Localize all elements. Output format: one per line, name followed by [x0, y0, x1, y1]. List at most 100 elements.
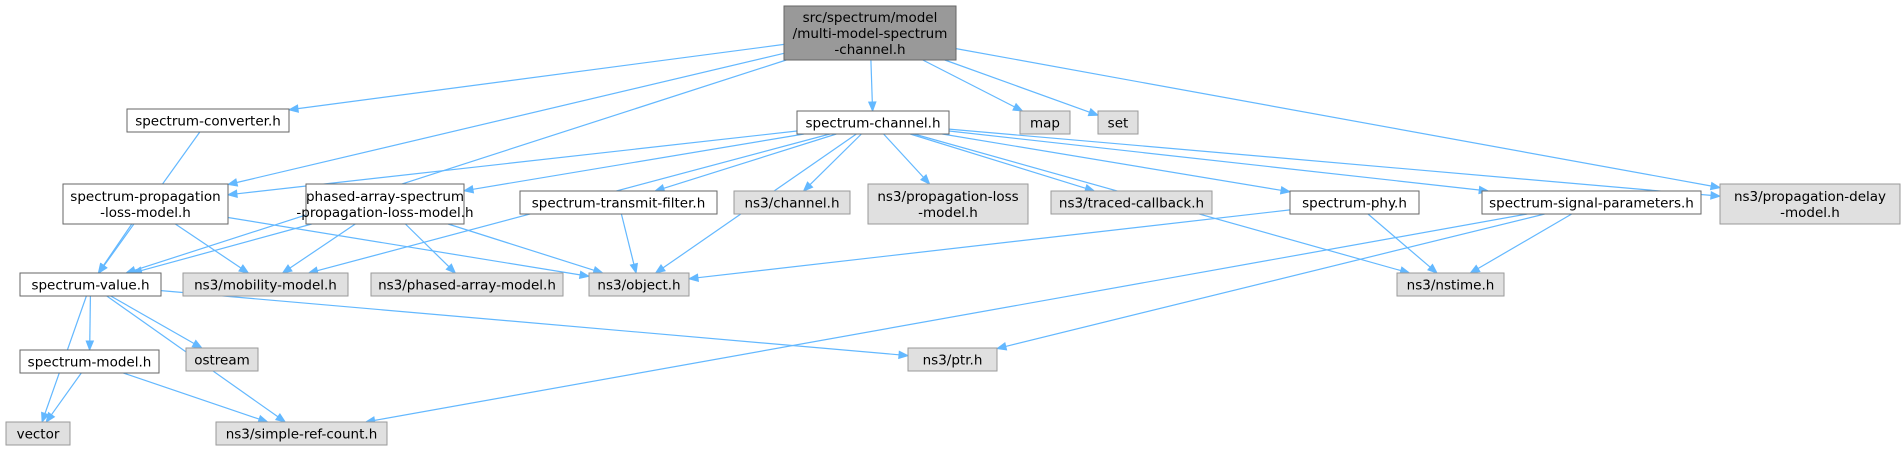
edge-arrowhead [1709, 181, 1722, 191]
node-label: -model.h [1780, 205, 1840, 221]
edge-arrowhead [257, 414, 269, 424]
edge-line [297, 43, 785, 110]
node-channel[interactable]: spectrum-channel.h [796, 110, 950, 135]
node-label: -channel.h [834, 42, 905, 58]
edge-channel-to-ns3proploss [883, 133, 931, 185]
edge-channel-to-sigparams [948, 130, 1490, 195]
node-box [1719, 183, 1901, 225]
edge-line [883, 133, 924, 178]
node-label: -propagation-loss-model.h [296, 205, 473, 221]
node-vector: vector [5, 421, 71, 446]
edge-line [141, 223, 312, 272]
edge-root-to-value [124, 59, 787, 275]
node-phasedmodel: ns3/phased-array-model.h [370, 272, 564, 297]
node-ns3channel: ns3/channel.h [733, 190, 851, 215]
edge-arrowhead [226, 178, 239, 187]
edge-line [1005, 213, 1545, 347]
edge-arrowhead [281, 264, 293, 274]
edge-line [910, 133, 1086, 189]
node-box [783, 5, 957, 61]
edge-line [447, 223, 595, 271]
edge-line [227, 216, 581, 276]
node-box [733, 190, 851, 215]
edge-arrowhead [995, 342, 1008, 351]
node-box [796, 110, 950, 135]
edge-channel-to-txfilter [653, 133, 837, 193]
edge-txfilter-to-object [620, 213, 638, 275]
edge-arrowhead [867, 101, 877, 113]
node-value[interactable]: spectrum-value.h [19, 272, 162, 297]
edge-proploss-to-object [227, 216, 591, 280]
edge-arrowhead [226, 189, 238, 198]
edge-specmodel-to-simpleref [123, 372, 269, 424]
edge-phased-to-phasedmodel [404, 223, 457, 274]
edge-arrowhead [898, 350, 910, 360]
edge-value-to-specmodel [85, 295, 95, 352]
edge-arrowhead [287, 104, 299, 113]
node-nstime: ns3/nstime.h [1396, 272, 1505, 297]
edge-arrowhead [1012, 102, 1024, 112]
edge-arrowhead [41, 411, 50, 424]
node-root[interactable]: src/spectrum/model/multi-model-spectrum-… [783, 5, 957, 61]
node-label: vector [17, 427, 60, 443]
edges-layer [41, 43, 1722, 425]
edge-phy-to-nstime [1367, 213, 1439, 274]
edge-arrowhead [85, 340, 95, 352]
node-label: ns3/channel.h [745, 196, 840, 212]
edge-channel-to-phy [942, 133, 1292, 195]
node-proploss[interactable]: spectrum-propagation-loss-model.h [62, 183, 229, 225]
node-box [1481, 190, 1702, 215]
node-object: ns3/object.h [588, 272, 690, 297]
edge-phy-to-object [687, 209, 1291, 282]
edge-line [123, 372, 260, 420]
node-box [1396, 272, 1505, 297]
edge-arrowhead [274, 413, 287, 423]
node-box [185, 347, 259, 372]
node-set: set [1097, 110, 1139, 135]
node-sigparams[interactable]: spectrum-signal-parameters.h [1481, 190, 1702, 215]
node-box [19, 272, 162, 297]
node-box [1097, 110, 1139, 135]
node-label: spectrum-channel.h [805, 116, 940, 132]
edge-specmodel-to-vector [45, 372, 82, 424]
node-label: -model.h [918, 205, 978, 221]
node-phy[interactable]: spectrum-phy.h [1289, 190, 1420, 215]
edge-phased-to-value [131, 223, 312, 275]
edge-sigparams-to-nstime [1469, 213, 1573, 274]
node-phased[interactable]: phased-array-spectrum-propagation-loss-m… [296, 183, 474, 225]
node-ostream: ostream [185, 347, 259, 372]
edge-line [944, 59, 1090, 113]
node-box [907, 347, 998, 372]
edge-root-to-map [922, 59, 1024, 112]
edge-line [1367, 213, 1431, 268]
edge-root-to-propdelay [955, 48, 1722, 191]
node-ns3proploss: ns3/propagation-loss-model.h [867, 183, 1029, 225]
node-label: spectrum-phy.h [1302, 196, 1407, 212]
node-label: ns3/object.h [597, 278, 680, 294]
edge-line [404, 223, 450, 268]
node-box [182, 272, 349, 297]
node-box [588, 272, 690, 297]
node-converter[interactable]: spectrum-converter.h [126, 108, 290, 133]
edge-line [1477, 213, 1573, 270]
node-txfilter[interactable]: spectrum-transmit-filter.h [519, 190, 718, 215]
edge-line [697, 209, 1291, 279]
node-box [1289, 190, 1420, 215]
edge-arrowhead [920, 174, 931, 185]
node-label: phased-array-spectrum [306, 189, 464, 205]
edge-line [472, 133, 805, 190]
node-box [867, 183, 1029, 225]
node-specmodel[interactable]: spectrum-model.h [19, 349, 160, 374]
node-label: ns3/propagation-delay [1734, 189, 1886, 205]
edge-root-to-proploss [226, 52, 785, 187]
edge-line [134, 59, 787, 271]
edge-value-to-ptr [160, 290, 910, 360]
node-box [126, 108, 290, 133]
edge-arrowhead [1279, 185, 1292, 195]
edge-line [870, 59, 873, 103]
node-box [5, 421, 71, 446]
node-label: ns3/ptr.h [923, 353, 983, 369]
edge-line [289, 223, 356, 269]
node-box [370, 272, 564, 297]
node-label: ns3/simple-ref-count.h [226, 427, 378, 443]
